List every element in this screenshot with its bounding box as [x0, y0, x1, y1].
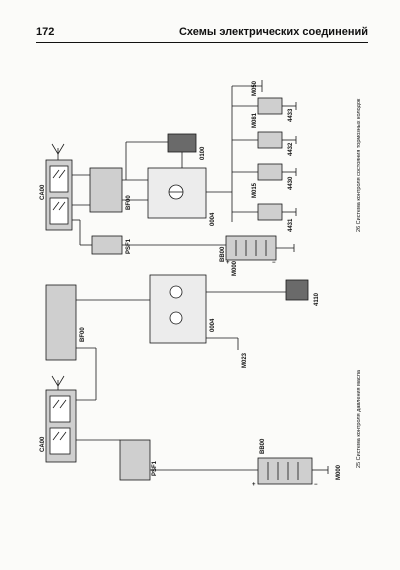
bottom-instrument-panel [149, 274, 207, 344]
bottom-fuse-box-label: BF00 [80, 327, 86, 342]
top-battery [225, 235, 277, 261]
oil-pressure-sensor [285, 279, 309, 301]
top-fuse-label: PSF1 [126, 238, 132, 254]
top-plus-sign: + [226, 260, 230, 266]
top-fuse [91, 235, 123, 255]
pad-ground-label: M050 [252, 80, 258, 96]
bottom-ground-label: M000 [336, 464, 342, 480]
page-title: Схемы электрических соединений [178, 26, 368, 38]
bottom-antenna-unit [45, 375, 77, 463]
pad-sensor [257, 97, 283, 115]
pad-sensor [257, 203, 283, 221]
pad-label: 4431 [288, 218, 294, 232]
pad-sensor [257, 163, 283, 181]
top-connector-label: 0100 [200, 146, 206, 160]
bottom-battery [257, 457, 313, 485]
bottom-fuse-label: PSF1 [152, 460, 158, 476]
page-header: 172 Схемы электрических соединений [36, 26, 368, 42]
top-fuse-box-label: BF00 [126, 195, 132, 210]
top-ground-label: M000 [232, 260, 238, 276]
sensor-ground-label: M023 [242, 352, 248, 368]
caption-bottom: 25 Система контроля давления масла [356, 369, 362, 468]
top-fuse-box [89, 167, 123, 213]
bottom-fuse-box [45, 284, 77, 361]
top-antenna-label: CA00 [40, 184, 46, 200]
top-antenna-unit [45, 143, 73, 231]
bottom-panel-label: 0004 [210, 318, 216, 332]
top-wiring-scheme [45, 80, 297, 261]
top-battery-label: BB00 [220, 246, 226, 262]
caption-top: 26 Система контроля состояния тормозных … [356, 98, 362, 232]
header-rule [36, 42, 368, 43]
pad-ground-label: M081 [252, 112, 258, 128]
bottom-fuse [119, 439, 151, 481]
bottom-minus-sign: − [314, 482, 318, 488]
pad-ground-label: M015 [252, 182, 258, 198]
top-minus-sign: − [272, 260, 276, 266]
bottom-battery-label: BB00 [260, 438, 266, 454]
bottom-plus-sign: + [252, 482, 256, 488]
pad-label: 4433 [288, 108, 294, 122]
page-number: 172 [36, 26, 55, 38]
pad-sensor [257, 131, 283, 149]
sensor-label: 4110 [314, 292, 320, 306]
bottom-wiring-scheme [45, 274, 329, 485]
bottom-antenna-label: CA00 [40, 436, 46, 452]
top-connector [167, 133, 197, 153]
pad-label: 4432 [288, 142, 294, 156]
pad-label: 4430 [288, 176, 294, 190]
top-panel-label: 0004 [210, 212, 216, 226]
